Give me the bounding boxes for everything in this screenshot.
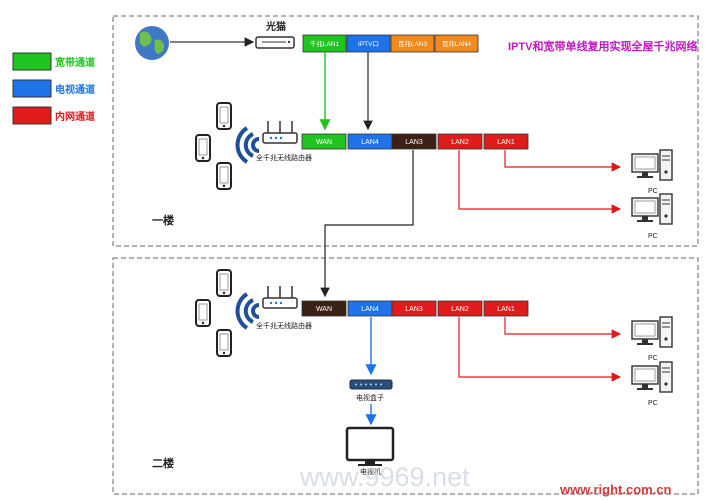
floor2-router-ports: WAN LAN4 LAN3 LAN2 LAN1: [301, 300, 529, 317]
floor1-lan2-link: [458, 150, 622, 214]
legend-swatch-broadband: [12, 52, 52, 71]
phone-icon: [195, 134, 211, 162]
floor2-port-label: LAN1: [497, 306, 515, 313]
stb-label: 电视盒子: [356, 393, 384, 402]
pc-label: PC: [648, 355, 658, 362]
phone-icon: [195, 299, 211, 327]
legend: 宽带通道 电视通道 内网通道: [12, 52, 95, 125]
pc-icon: [631, 193, 673, 225]
pc-label: PC: [648, 233, 658, 240]
phone-icon: [216, 102, 232, 130]
floor1-port: [437, 133, 483, 150]
diagram-title: IPTV和宽带单线复用实现全屋千兆网络: [508, 39, 697, 53]
modem-port: [434, 34, 479, 53]
legend-label-broadband: 宽带通道: [54, 56, 95, 69]
floor1-port-label: LAN2: [451, 139, 469, 146]
legend-label-tv: 电视通道: [55, 83, 95, 96]
router-icon: [262, 285, 298, 309]
router-icon: [262, 120, 298, 144]
legend-label-lan: 内网通道: [55, 110, 95, 123]
phone-icon: [216, 162, 232, 190]
modem-port-label: IPTV口: [358, 40, 379, 48]
phone-icon: [216, 329, 232, 357]
floor1-router-ports: WAN LAN4 LAN3 LAN2 LAN1: [301, 133, 529, 150]
modem-port-label: 百兆LAN3: [398, 39, 428, 48]
floor2-port: [301, 300, 347, 317]
pc-icon: [631, 361, 673, 393]
floor1-port: [391, 133, 437, 150]
tv-icon: [345, 426, 395, 466]
modem-port: [390, 34, 435, 53]
floor1-port-label: WAN: [316, 139, 332, 146]
pc-icon: [631, 149, 673, 181]
floor2-port-label: LAN2: [451, 306, 469, 313]
tv-label: 电视机: [360, 467, 381, 476]
floor2-port: [391, 300, 437, 317]
floor-uplink: [320, 150, 414, 298]
watermark-corner: www.right.com.cn: [559, 482, 672, 497]
modem-label: 光猫: [265, 20, 286, 33]
legend-swatch-lan: [12, 106, 52, 125]
floor2-lan2-link: [458, 317, 622, 382]
legend-swatch-tv: [12, 79, 52, 98]
modem-port-label: 百兆LAN4: [442, 39, 472, 48]
floor1-port-label: LAN4: [361, 139, 379, 146]
floor2-port-label: LAN3: [405, 306, 423, 313]
floor2-port-label: LAN4: [361, 306, 379, 313]
modem-ports: 千兆LAN1 IPTV口 百兆LAN3 百兆LAN4: [302, 34, 479, 53]
floor2-lan1-link: [504, 317, 622, 339]
floor1-router-label: 全千兆无线路由器: [256, 153, 312, 162]
pc-label: PC: [648, 400, 658, 407]
pc-icon: [631, 316, 673, 348]
floor2-port: [437, 300, 483, 317]
floor2-label: 二楼: [152, 456, 174, 470]
modem-icon: [255, 36, 295, 49]
floor1-port: [301, 133, 347, 150]
floor2-region: [112, 257, 699, 495]
pc-label: PC: [648, 188, 658, 195]
watermark-center: www.9969.net: [299, 462, 470, 492]
floor1-port: [483, 133, 529, 150]
set-top-box-icon: [349, 379, 393, 390]
floor1-port-label: LAN1: [497, 139, 515, 146]
floor1-lan1-link: [504, 150, 622, 172]
floor1-region: [112, 15, 699, 247]
floor2-port: [483, 300, 529, 317]
floor1-label: 一楼: [152, 213, 174, 227]
floor2-port-label: WAN: [316, 306, 332, 313]
internet-globe-icon: [135, 26, 169, 60]
floor2-router-label: 全千兆无线路由器: [256, 321, 312, 330]
modem-port-label: 千兆LAN1: [310, 39, 340, 48]
floor1-port-label: LAN3: [405, 139, 423, 146]
phone-icon: [216, 269, 232, 297]
